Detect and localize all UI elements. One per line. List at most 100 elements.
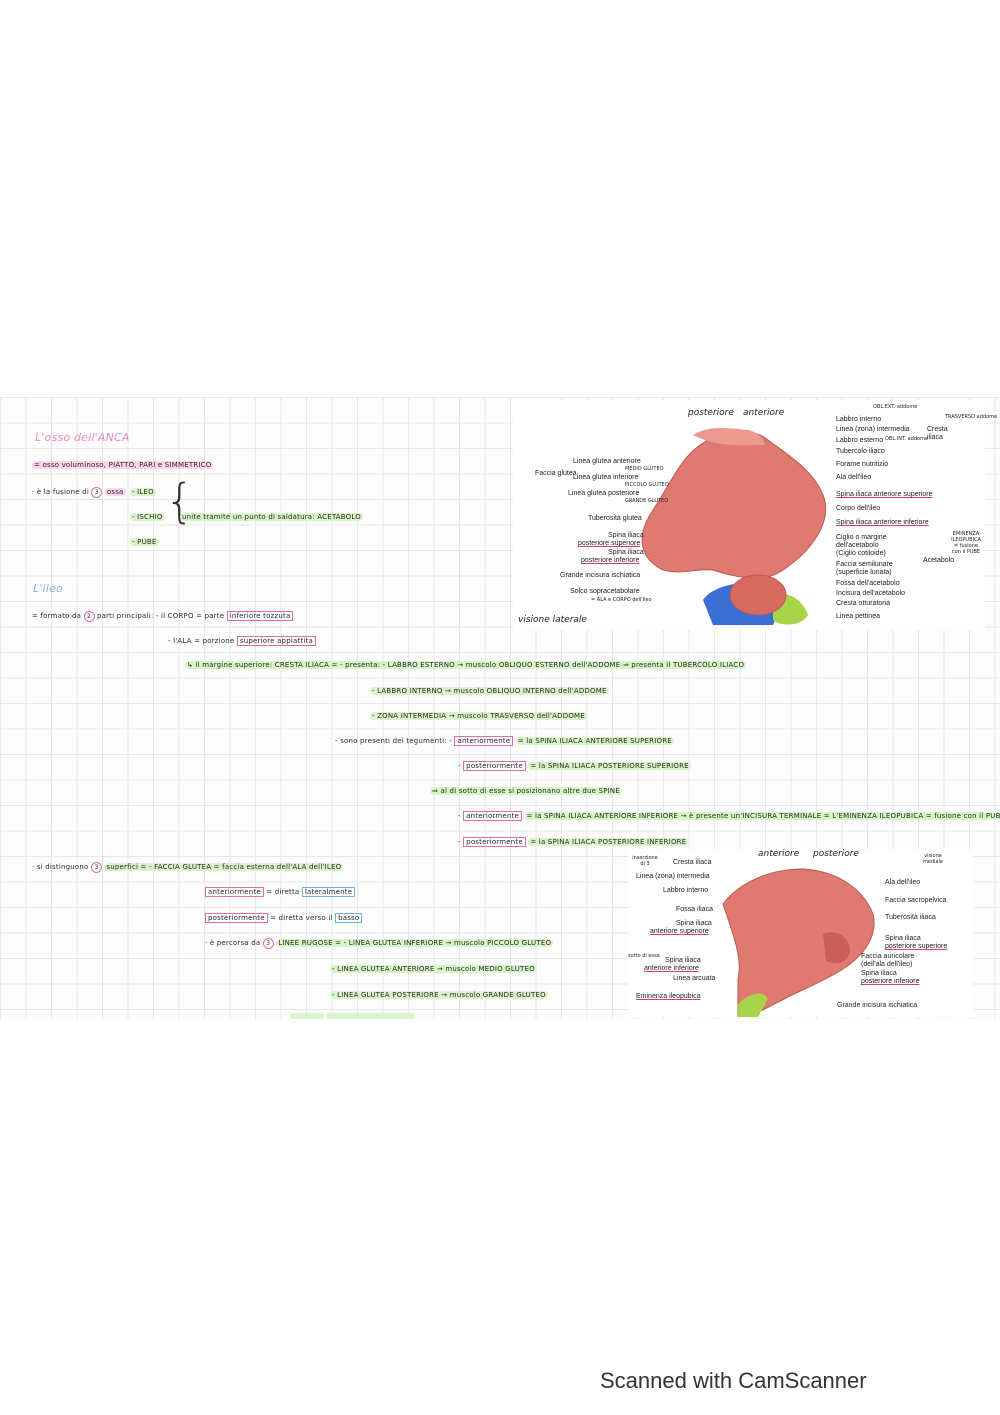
highlight-fragment: [290, 1013, 324, 1019]
anatomy-label: Faccia sacropelvica: [885, 897, 947, 904]
anatomy-label: Linea glutea inferiore: [573, 474, 639, 481]
section-title-anca: L'osso dell'ANCA: [35, 431, 130, 444]
anatomy-label: Labbro interno: [663, 887, 709, 894]
boxed-term: posteriormente: [463, 761, 526, 771]
note-text: · è percorsa da: [205, 939, 261, 947]
highlight-fragment: [326, 1013, 416, 1019]
boxed-term: basso: [335, 913, 363, 923]
handwritten-anteriore: anteriore: [758, 849, 800, 859]
bone-item: - ILEO: [130, 487, 156, 497]
note-text: - LINEA GLUTEA ANTERIORE → muscolo MEDIO…: [330, 965, 537, 973]
anatomy-label: Eminenza ileopubica: [636, 993, 701, 1000]
anatomy-label: Ciglio o margine: [836, 534, 887, 541]
boxed-term: inferiore tozzuta: [226, 611, 294, 621]
bone-label: - ISCHIO: [130, 513, 165, 521]
note-line: - LABBRO INTERNO → muscolo OBLIQUO INTER…: [370, 686, 609, 696]
circled-number: 2: [83, 611, 95, 622]
ilium-lateral-drawing: [641, 427, 827, 625]
anatomy-label: Spina iliaca: [861, 970, 897, 977]
circled-number: 3: [91, 487, 103, 498]
anatomy-label: (dell'ala dell'ileo): [861, 961, 913, 968]
note-text: - LABBRO INTERNO → muscolo OBLIQUO INTER…: [370, 687, 609, 695]
label-faccia-glutea: Faccia glutea: [535, 470, 577, 477]
boxed-term: posteriormente: [463, 837, 526, 847]
handwritten-note: inserzione di 3: [632, 855, 658, 867]
figure-caption: visione laterale: [518, 615, 587, 625]
anatomy-label: (superficie lunata): [836, 569, 892, 576]
handwritten-note: = ALA e CORPO dell'ileo: [591, 597, 652, 603]
note-line: · si distinguono 3 superfici = - FACCIA …: [32, 862, 344, 873]
anatomy-label: Fossa dell'acetabolo: [836, 580, 900, 587]
section-title-ileo: L'ileo: [33, 582, 63, 595]
note-text: = formato da: [32, 612, 82, 620]
scanner-watermark: Scanned with CamScanner: [600, 1368, 867, 1393]
handwritten-posteriore: posteriore: [813, 849, 859, 859]
note-line: - anteriormente = la SPINA ILIACA ANTERI…: [458, 811, 1000, 821]
anatomy-label: Labbro esterno: [836, 437, 884, 444]
anatomy-label: Linea (zona) intermedia: [636, 873, 710, 880]
anatomy-label: Incisura dell'acetabolo: [836, 590, 906, 597]
anatomy-label: Linea glutea anteriore: [573, 458, 641, 465]
anatomy-label: Spina iliaca: [885, 935, 921, 942]
note-text: ⇒ al di sotto di esse si posizionano alt…: [430, 787, 622, 795]
anatomy-label: posteriore inferiore: [861, 978, 920, 985]
boxed-term: lateralmente: [301, 887, 356, 897]
anatomy-label: Corpo dell'ileo: [836, 505, 881, 512]
anatomy-label: Tuberosità iliaca: [885, 914, 936, 921]
anatomy-label: Spina iliaca: [676, 920, 712, 927]
notebook-page: L'osso dell'ANCA = osso voluminoso, PIAT…: [0, 397, 1000, 1019]
note-text: = la SPINA ILIACA ANTERIORE INFERIORE → …: [524, 812, 1000, 820]
handwritten-note: OBL.EXT. addome: [873, 404, 918, 410]
note-line: = osso voluminoso, PIATTO, PARI e SIMMET…: [32, 460, 214, 470]
note-line: - posteriormente = la SPINA ILIACA POSTE…: [458, 761, 691, 771]
note-text: ↳ il margine superiore: CRESTA ILIACA = …: [185, 661, 747, 669]
note-text: = la SPINA ILIACA POSTERIORE SUPERIORE: [528, 762, 691, 770]
bone-label: - ILEO: [130, 488, 156, 496]
anatomy-group-label: Cresta iliaca: [927, 426, 948, 441]
note-line: unite tramite un punto di saldatura: ACE…: [180, 512, 363, 522]
note-text: - LINEA GLUTEA POSTERIORE → muscolo GRAN…: [330, 991, 548, 999]
anatomy-label: Ala dell'ileo: [885, 879, 921, 886]
circled-number: 3: [262, 938, 274, 949]
anatomy-label: Grande incisura ischiatica: [560, 572, 641, 579]
anatomy-label: Linea arcuata: [673, 975, 716, 982]
bone-item: - PUBE: [130, 537, 159, 547]
anatomy-label: anteriore superiore: [650, 928, 709, 935]
anatomy-label: Spina iliaca: [608, 532, 644, 539]
note-line: - posteriormente = la SPINA ILIACA POSTE…: [458, 837, 689, 847]
boxed-term: anteriormente: [454, 736, 514, 746]
note-line: · è percorsa da 3 LINEE RUGOSE = - LINEA…: [205, 938, 554, 949]
note-line: - ZONA INTERMEDIA → muscolo TRASVERSO de…: [370, 711, 587, 721]
anatomy-label: Spina iliaca anteriore superiore: [836, 491, 933, 498]
note-line: anteriormente = diretta lateralmente: [205, 887, 356, 897]
boxed-term: anteriormente: [205, 887, 264, 897]
handwritten-note: OBL.INT. addome: [885, 436, 929, 442]
figure-medial-view: anteriore posteriore visione mediale ins…: [628, 849, 973, 1017]
boxed-term: anteriormente: [463, 811, 523, 821]
note-text: - ZONA INTERMEDIA → muscolo TRASVERSO de…: [370, 712, 587, 720]
handwritten-note: visione mediale: [922, 853, 944, 865]
note-text: = la SPINA ILIACA ANTERIORE SUPERIORE: [515, 737, 674, 745]
handwritten-note: PICCOLO GLUTEO: [625, 482, 669, 488]
handwritten-note: sotto di essa: [628, 953, 660, 959]
handwritten-note: MEDIO GLUTEO: [625, 466, 664, 472]
note-text: parti principali: - il CORPO = parte: [96, 612, 225, 620]
anatomy-label: Labbro interno: [836, 416, 882, 423]
anatomy-label: posteriore inferiore: [581, 557, 640, 564]
note-line: posteriormente = diretta verso il basso: [205, 913, 363, 923]
anatomy-label: Spina iliaca: [608, 549, 644, 556]
note-text: = diretta verso il: [270, 914, 333, 922]
anatomy-group-label: Acetabolo: [923, 557, 955, 564]
anatomy-label: dell'acetabolo: [836, 542, 879, 549]
note-text: LINEE RUGOSE = - LINEA GLUTEA INFERIORE …: [276, 939, 554, 947]
note-text: · si distinguono: [32, 863, 89, 871]
anatomy-label: Spina iliaca anteriore inferiore: [836, 519, 929, 526]
anatomy-label: Forame nutritizio: [836, 461, 889, 468]
note-line: - l'ALA = porzione superiore appiattita: [168, 636, 316, 646]
note-line: - sono presenti dei tegumenti: - anterio…: [335, 736, 674, 746]
anatomy-label: Linea glutea posteriore: [568, 490, 640, 497]
handwritten-posteriore: posteriore: [688, 408, 734, 418]
anatomy-label: posteriore superiore: [885, 943, 948, 950]
note-line: - LINEA GLUTEA ANTERIORE → muscolo MEDIO…: [330, 964, 537, 974]
note-text: = la SPINA ILIACA POSTERIORE INFERIORE: [528, 838, 689, 846]
